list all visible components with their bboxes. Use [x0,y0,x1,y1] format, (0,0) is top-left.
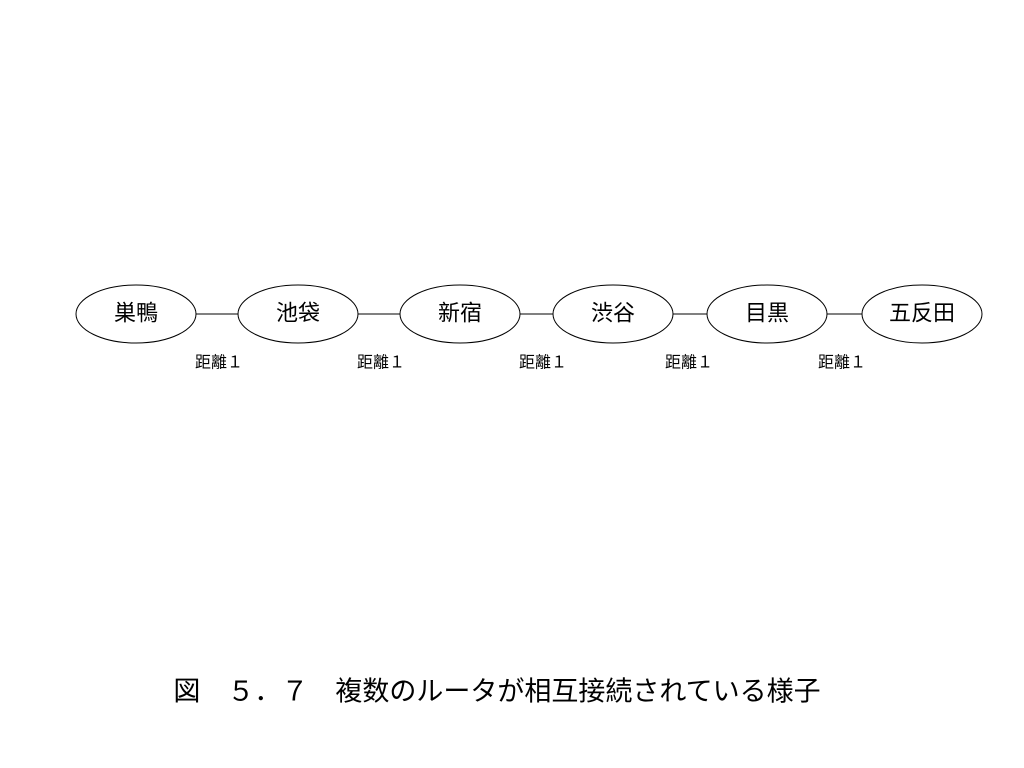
node-ellipse [706,284,828,344]
router-node-sugamo: 巣鴨 [75,284,197,344]
edge-distance-label: 距離１ [665,353,713,372]
node-label: 五反田 [889,302,955,327]
node-label: 巣鴨 [114,302,158,327]
edge-distance-label: 距離１ [195,353,243,372]
node-ellipse [399,284,521,344]
edge-labels: 距離１ 距離１ 距離１ 距離１ 距離１ [195,353,866,372]
router-node-shibuya: 渋谷 [552,284,674,344]
router-node-ikebukuro: 池袋 [237,284,359,344]
figure-caption: 図 ５．７ 複数のルータが相互接続されている様子 [173,677,820,708]
router-node-meguro: 目黒 [706,284,828,344]
node-ellipse [237,284,359,344]
edge-distance-label: 距離１ [818,353,866,372]
node-label: 新宿 [438,302,482,327]
node-label: 渋谷 [591,302,635,327]
node-label: 目黒 [745,302,789,327]
node-ellipse [552,284,674,344]
node-ellipse [75,284,197,344]
edge-distance-label: 距離１ [519,353,567,372]
node-label: 池袋 [276,302,320,327]
node-ellipse [861,284,983,344]
router-node-gotanda: 五反田 [861,284,983,344]
edge-distance-label: 距離１ [357,353,405,372]
router-node-shinjuku: 新宿 [399,284,521,344]
